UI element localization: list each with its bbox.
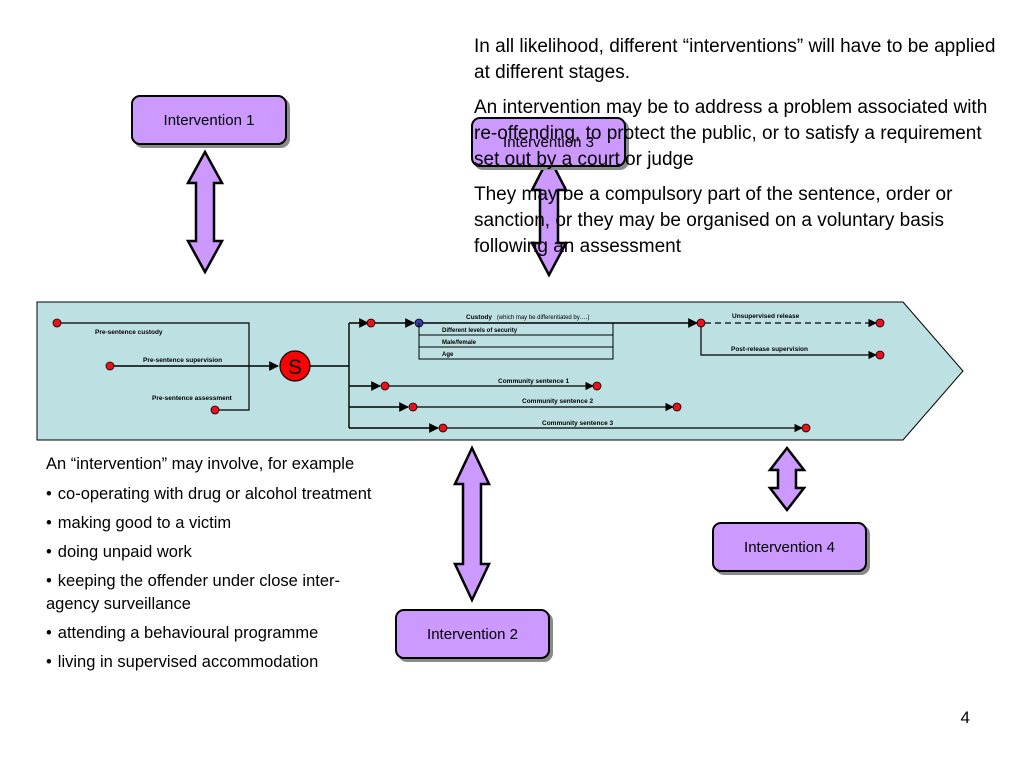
left-text-block: An “intervention” may involve, for examp… [46,453,386,680]
right-paragraph-3: They may be a compulsory part of the sen… [474,184,953,257]
list-item-text: doing unpaid work [57,543,192,561]
gender-label: Male/female [442,340,477,346]
intervention-3-label: Intervention 3 [503,133,594,151]
intervention3-double-arrow [529,154,569,278]
intervention2-double-arrow [453,445,491,603]
page-number: 4 [960,708,970,727]
intervention-2-label: Intervention 2 [427,625,518,643]
list-item: • living in supervised accommodation [46,651,386,674]
pre-assessment-node [210,405,220,415]
sentence-label: S [288,356,302,379]
intervention4-double-arrow [767,445,807,513]
list-item-text: co-operating with drug or alcohol treatm… [57,485,372,503]
community3-end-node [801,423,811,433]
community1-end-node [592,381,602,391]
pre-custody-label: Pre-sentence custody [95,329,163,336]
intervention1-double-arrow [185,149,225,275]
pre-assessment-label: Pre-sentence assessment [152,395,233,402]
bullet: • [46,624,52,642]
community2-end-node [672,402,682,412]
intervention-1-box: Intervention 1 [131,95,287,145]
community1-label: Community sentence 1 [498,378,570,385]
bullet: • [46,653,52,671]
community2-start-node [408,402,418,412]
bullet: • [46,514,52,532]
community3-start-node [438,423,448,433]
pre-custody-line [57,322,250,366]
bullet: • [46,572,52,590]
custody-title: Custody (which may be differentiated by…… [466,314,589,321]
security-label: Different levels of security [442,328,518,334]
pre-assessment-line [215,366,250,411]
unsupervised-end-node [875,318,885,328]
intervention-2-box: Intervention 2 [395,609,550,659]
unsupervised-label: Unsupervised release [732,313,800,320]
left-intro: An “intervention” may involve, for examp… [46,455,355,473]
bullet: • [46,485,52,503]
right-text-block: In all likelihood, different “interventi… [474,34,1004,269]
bullet: • [46,543,52,561]
post-release-label: Post-release supervision [731,346,808,353]
intervention-1-label: Intervention 1 [163,111,255,129]
pre-supervision-label: Pre-sentence supervision [143,357,222,364]
release-node [696,318,706,328]
pre-custody-node [52,318,62,328]
community2-label: Community sentence 2 [522,398,594,405]
pre-supervision-node [105,361,115,371]
age-label: Age [442,352,454,358]
list-item: • making good to a victim [46,512,386,535]
process-band [36,301,964,441]
right-paragraph-2: An intervention may be to address a prob… [474,97,988,170]
list-item-text: living in supervised accommodation [57,653,319,671]
custody-bracket [418,323,614,360]
list-item: • attending a behavioural programme [46,622,386,645]
post-release-line [700,327,877,360]
intervention-4-label: Intervention 4 [744,538,835,556]
post-release-end-node [875,350,885,360]
community1-start-node [380,381,390,391]
list-item: • doing unpaid work [46,541,386,564]
intervention-examples-list: • co-operating with drug or alcohol treat… [46,483,386,674]
community3-label: Community sentence 3 [542,420,614,427]
intervention-3-box: Intervention 3 [471,117,626,167]
custody-start-node [366,318,376,328]
list-item: • co-operating with drug or alcohol treat… [46,483,386,506]
list-item-text: making good to a victim [57,514,232,532]
list-item-text: keeping the offender under close inter-a… [46,572,340,613]
intervention-4-box: Intervention 4 [712,522,867,572]
list-item-text: attending a behavioural programme [57,624,319,642]
list-item: •keeping the offender under close inter-… [46,570,386,616]
right-paragraph-1: In all likelihood, different “interventi… [474,36,996,83]
